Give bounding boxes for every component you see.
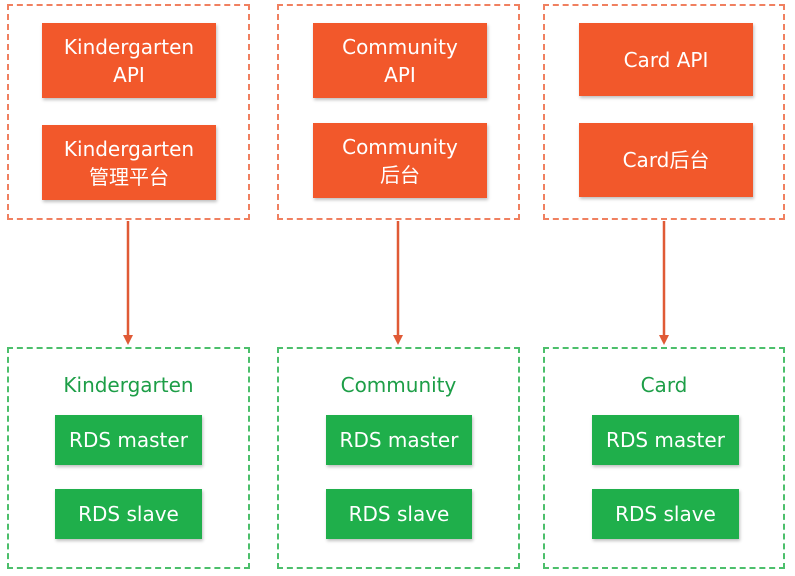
community-admin-box: Community 后台 (313, 123, 487, 198)
kindergarten-rds-master: RDS master (55, 415, 202, 465)
db-title-kindergarten: Kindergarten (63, 373, 194, 397)
db-title-community: Community (340, 373, 457, 397)
card-api-line1: Card API (623, 47, 709, 72)
kindergarten-api-box: Kindergarten API (42, 23, 216, 98)
app-group-card: Card API Card后台 (543, 4, 785, 220)
kindergarten-api-line1: Kindergarten (63, 34, 195, 59)
kindergarten-admin-box: Kindergarten 管理平台 (42, 125, 216, 200)
card-admin-box: Card后台 (579, 123, 753, 197)
app-group-community: Community API Community 后台 (277, 4, 520, 220)
db-group-kindergarten: Kindergarten RDS master RDS slave (7, 347, 250, 569)
community-admin-line2: 后台 (380, 162, 420, 187)
app-group-kindergarten: Kindergarten API Kindergarten 管理平台 (7, 4, 250, 220)
kindergarten-admin-line2: 管理平台 (89, 164, 169, 189)
kindergarten-api-line2: API (113, 62, 145, 87)
card-admin-line1: Card后台 (622, 148, 710, 172)
card-rds-slave: RDS slave (592, 489, 739, 539)
kindergarten-rds-slave: RDS slave (55, 489, 202, 539)
community-admin-line1: Community (342, 134, 458, 159)
community-rds-master: RDS master (326, 415, 472, 465)
db-title-card: Card (640, 373, 688, 397)
community-api-line1: Community (342, 34, 458, 59)
card-api-box: Card API (579, 23, 753, 96)
card-rds-master: RDS master (592, 415, 739, 465)
db-group-card: Card RDS master RDS slave (543, 347, 785, 569)
community-rds-slave: RDS slave (326, 489, 472, 539)
db-group-community: Community RDS master RDS slave (277, 347, 520, 569)
kindergarten-admin-line1: Kindergarten (63, 136, 195, 161)
community-api-line2: API (384, 62, 416, 87)
community-api-box: Community API (313, 23, 487, 98)
